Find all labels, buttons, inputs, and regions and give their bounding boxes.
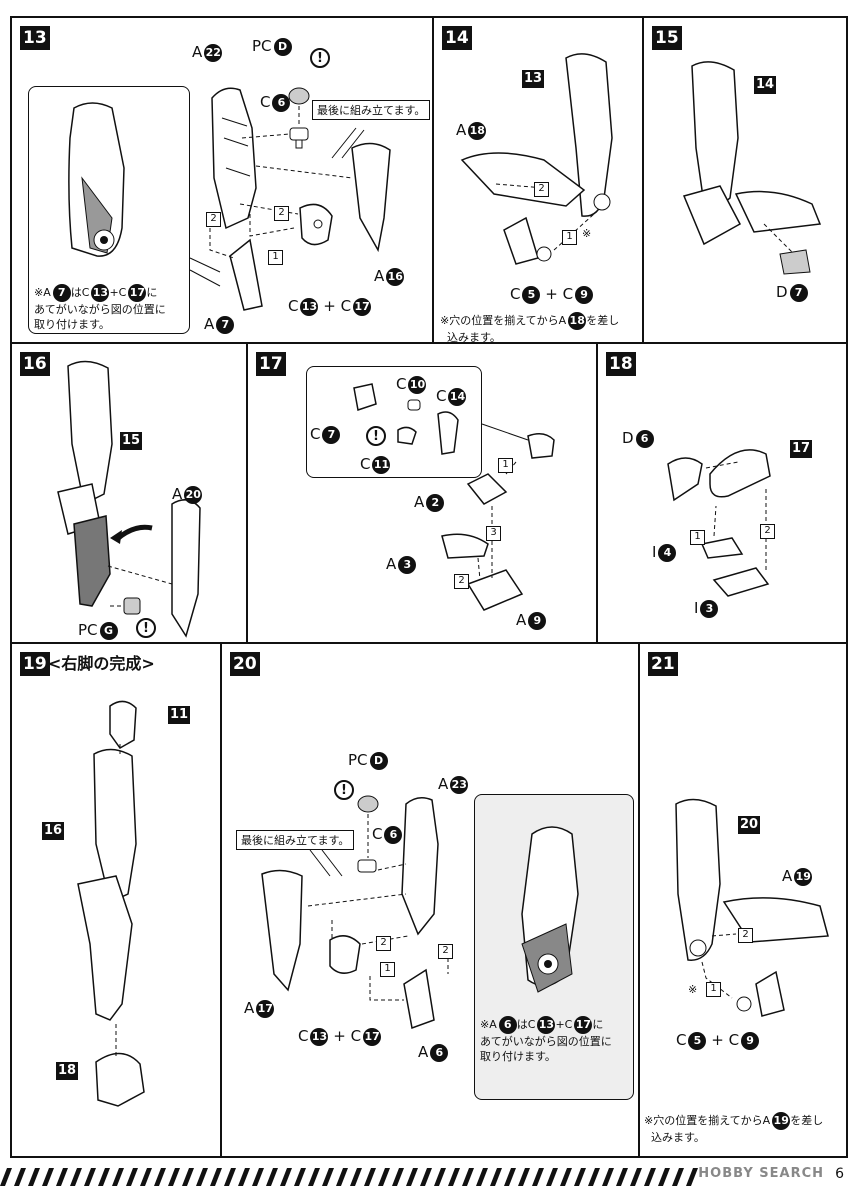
sequence-2: 2 [454,574,469,589]
asterisk-mark: ※ [688,983,698,996]
step-14-illustration [460,53,613,265]
sequence-1: 1 [498,458,513,473]
sequence-2a: 2 [376,936,391,951]
sequence-1: 1 [268,250,283,265]
caution-icon: ! [334,780,354,800]
sequence-1: 1 [380,962,395,977]
sequence-1: 1 [690,530,705,545]
step-16-illustration [57,360,201,638]
ref-step-15: 15 [120,432,143,450]
sequence-2: 2 [738,928,753,943]
sequence-3: 3 [486,526,501,541]
step-17-illustration [353,383,555,611]
assemble-last-tag: 最後に組み立てます。 [236,830,355,850]
step-number: 13 [20,26,50,50]
step-21-illustration [675,798,829,1017]
step-18-illustration [667,449,771,597]
caution-icon: ! [310,48,330,68]
step-number: 15 [652,26,682,50]
ref-step-14: 14 [754,76,777,94]
sequence-1: 1 [706,982,721,997]
caution-icon: ! [136,618,156,638]
ref-step-11: 11 [168,706,191,724]
caution-icon: ! [366,426,386,446]
ref-step-16: 16 [42,822,65,840]
ref-step-13: 13 [522,70,545,88]
step-number: 18 [606,352,636,376]
panel-step-19: 19 <右脚の完成> 11 16 18 [10,642,222,1158]
sequence-2b: 2 [438,944,453,959]
asterisk-mark: ※ [582,227,592,240]
step-number: 19 [20,652,50,676]
step-number: 20 [230,652,260,676]
sequence-2: 2 [534,182,549,197]
watermark-text: HOBBY SEARCH [698,1166,824,1181]
sequence-1: 1 [562,230,577,245]
step-19-illustration [77,700,145,1107]
sequence-2a: 2 [206,212,221,227]
step-20-illustration [261,795,579,1030]
step-number: 21 [648,652,678,676]
step-number: 16 [20,352,50,376]
ref-step-18: 18 [56,1062,79,1080]
sequence-2b: 2 [274,206,289,221]
step-number: 14 [442,26,472,50]
assemble-last-tag: 最後に組み立てます。 [312,100,431,120]
ref-step-20: 20 [738,816,761,834]
step-15-illustration [682,61,822,275]
ref-step-17: 17 [790,440,813,458]
step-title: <右脚の完成> [48,654,155,673]
sequence-2: 2 [760,524,775,539]
page-number: 6 [835,1166,844,1182]
footer-hatch-stripe [0,1168,700,1186]
step-number: 17 [256,352,286,376]
